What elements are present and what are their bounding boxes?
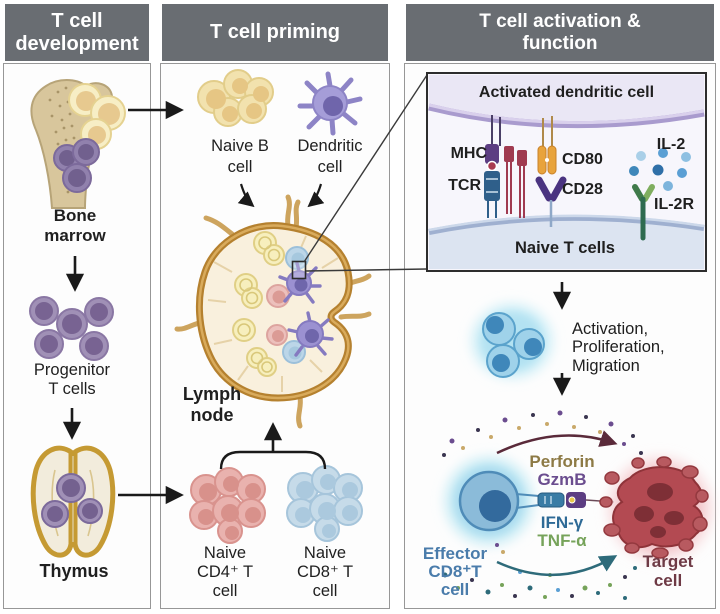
panel-development-body [3,63,151,609]
perforin-label: Perforin [529,452,595,471]
inset-title: Activated dendritic cell [478,84,655,101]
mhc-label: MHC [450,145,487,162]
il2r-label: IL-2R [654,196,694,213]
thymus-label: Thymus [39,561,109,581]
naive-cd4-label: Naive CD4⁺ T cell [196,544,254,600]
naive-b-label: Naive B cell [211,137,269,177]
bone-marrow-label: Bone marrow [44,206,106,245]
panel-header-priming: T cell priming [162,4,388,61]
dendritic-label: Dendritic cell [297,137,363,177]
gzmb-label: GzmB [537,470,587,489]
lymph-node-label: Lymph node [182,384,242,425]
progenitor-label: Progenitor T cells [33,361,111,398]
tnf-alpha-label: TNF-α [537,531,587,550]
ifn-gamma-label: IFN-γ [540,513,584,532]
naive-t-cells-label: Naive T cells [515,239,615,257]
panel-header-development: T cell development [5,4,149,61]
tcr-label: TCR [448,177,481,194]
panel-header-activation: T cell activation & function [406,4,714,61]
process-label: Activation, Proliferation, Migration [572,320,665,375]
il2-label: IL-2 [656,136,686,153]
naive-cd8-label: Naive CD8⁺ T cell [296,544,354,600]
effector-cd8-label: Effector CD8⁺T cell [422,544,488,599]
target-cell-label: Target cell [642,552,694,590]
cd80-label: CD80 [562,151,603,168]
cd28-label: CD28 [562,181,603,198]
